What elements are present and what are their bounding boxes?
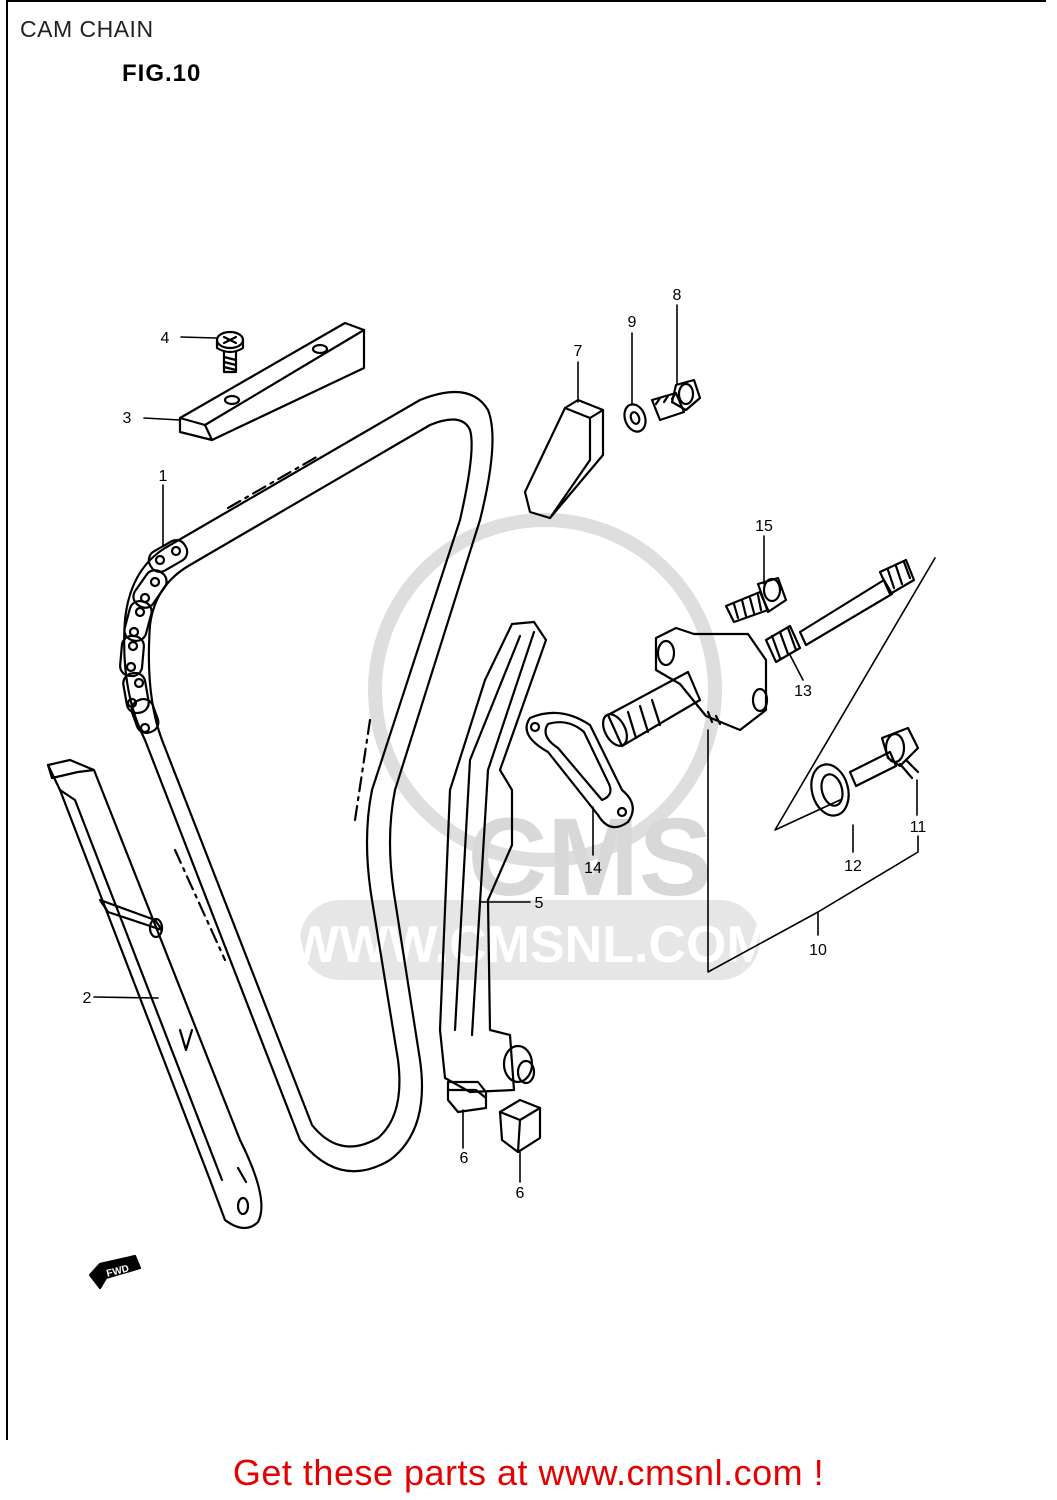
part-washer — [623, 403, 647, 433]
part-gasket-round — [810, 763, 850, 817]
page-border — [6, 0, 1046, 1440]
watermark-url: WWW.CMSNL.COM — [290, 916, 769, 974]
part-bolt-cushion — [650, 378, 702, 422]
callout-5: 5 — [535, 895, 544, 912]
part-tensioner-spring — [764, 624, 802, 664]
promo-link[interactable]: Get these parts at www.cmsnl.com ! — [232, 1452, 825, 1493]
callout-labels: 1 2 3 4 5 6 6 7 8 9 10 11 12 13 14 15 — [83, 287, 927, 1202]
page-title: CAM CHAIN — [20, 16, 154, 42]
part-screw-guide — [215, 330, 245, 374]
callout-4: 4 — [161, 330, 170, 347]
part-cushion-b — [498, 1098, 542, 1154]
callout-9: 9 — [628, 314, 637, 331]
callout-14: 14 — [584, 860, 602, 877]
part-cam-chain-tensioner — [601, 626, 769, 748]
part-cam-chain-guide-top — [178, 321, 366, 442]
callout-13: 13 — [794, 683, 812, 700]
figure-label: FIG.10 — [122, 60, 202, 87]
cam-chain-outer — [123, 390, 494, 1173]
watermark-bar — [300, 900, 760, 980]
part-cam-chain-tensioner-guide — [438, 620, 548, 1094]
cam-chain-links — [119, 539, 189, 735]
fwd-direction-arrow — [88, 1254, 142, 1290]
part-cam-chain — [119, 390, 494, 1173]
callout-11: 11 — [910, 819, 927, 836]
watermark: CMS WWW.CMSNL.COM — [290, 513, 770, 980]
part-cushion-a — [446, 1080, 488, 1114]
part-bolt-tensioner — [724, 576, 788, 624]
callout-8: 8 — [673, 287, 682, 304]
callout-7: 7 — [574, 343, 583, 360]
callout-leaders — [93, 304, 936, 1183]
part-cam-chain-guide-front — [46, 758, 263, 1230]
callout-1: 1 — [159, 468, 168, 485]
callout-10: 10 — [809, 942, 827, 959]
part-tensioner-push-rod — [798, 558, 916, 647]
callout-6b: 6 — [516, 1185, 525, 1202]
part-plug-bolt — [848, 726, 920, 788]
cam-chain-centerline-top — [226, 453, 322, 510]
callout-6a: 6 — [460, 1150, 469, 1167]
callout-3: 3 — [123, 410, 132, 427]
fwd-label: FWD — [105, 1263, 130, 1279]
callout-2: 2 — [83, 990, 92, 1007]
watermark-brand: CMS — [468, 796, 712, 919]
watermark-ring — [368, 513, 722, 867]
part-cushion-block — [523, 398, 605, 520]
part-gasket-tensioner — [525, 711, 634, 829]
cam-chain-centerline-left — [173, 848, 227, 962]
callout-12: 12 — [844, 858, 862, 875]
cam-chain-inner — [147, 418, 473, 1148]
cam-chain-centerline-right — [353, 718, 372, 822]
callout-15: 15 — [755, 518, 773, 535]
